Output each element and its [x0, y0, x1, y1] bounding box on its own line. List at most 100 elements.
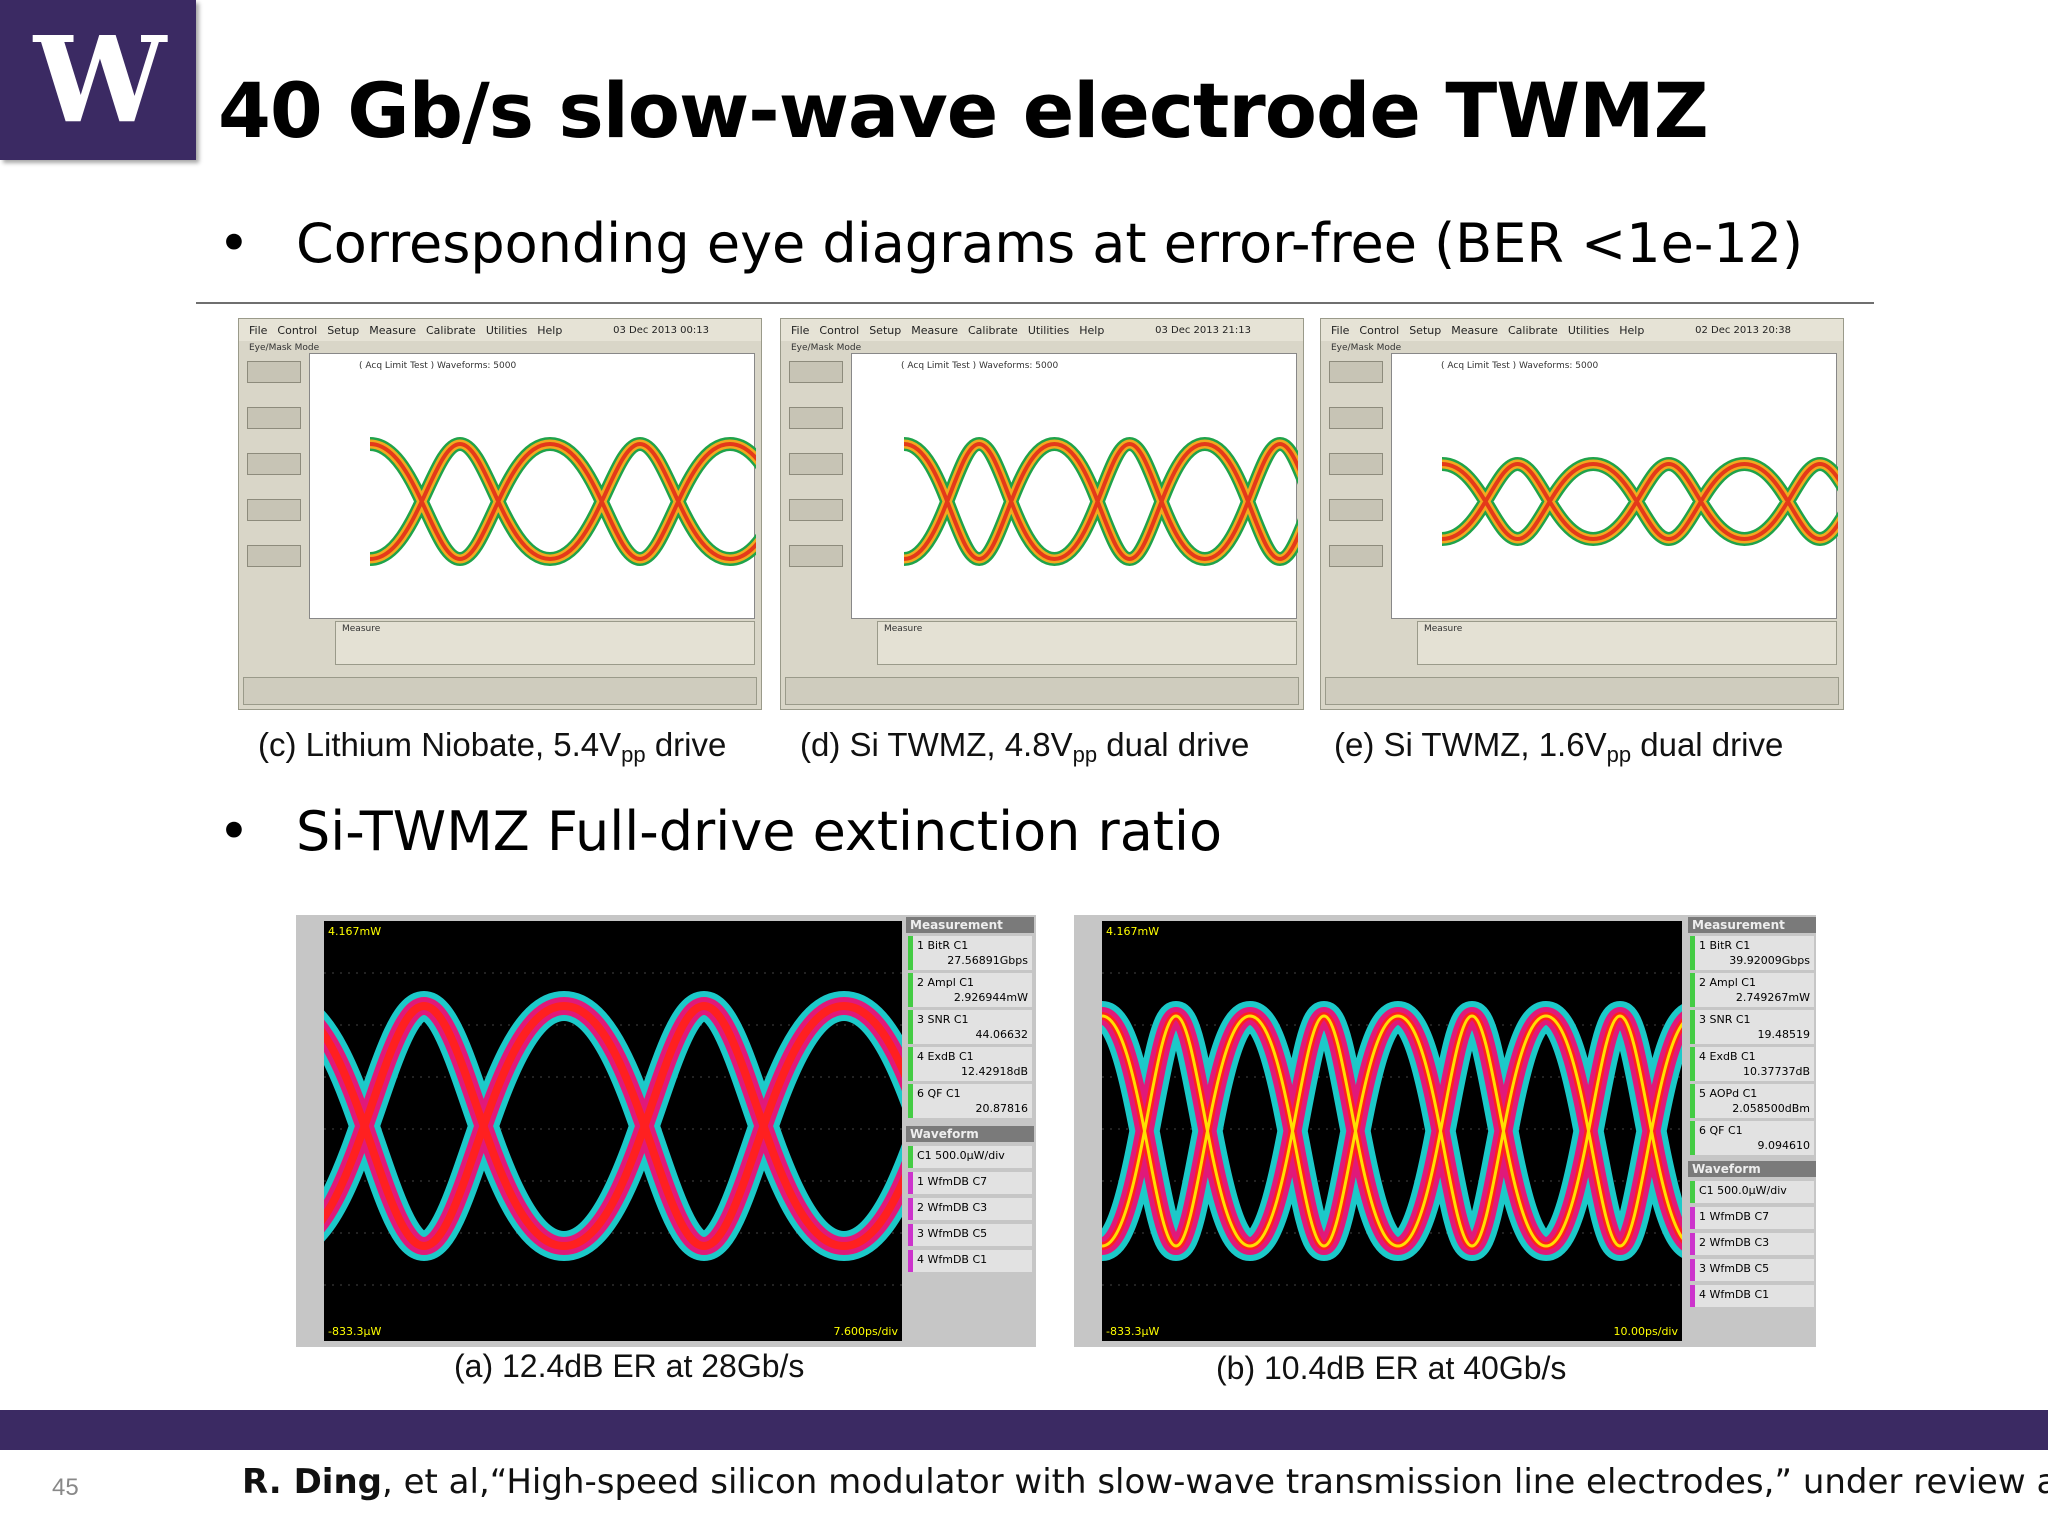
measurement-value: 39.92009Gbps: [1729, 954, 1810, 967]
measurement-header: Measurement: [1688, 917, 1816, 933]
measurement-label: 5 AOPd C1: [1699, 1087, 1758, 1100]
eye-screen: 4.167mW -833.3μW 7.600ps/div: [324, 921, 902, 1341]
bottom-scale: -833.3μW: [1106, 1325, 1160, 1338]
eye-trace-core: [324, 1002, 902, 1250]
measurement-item: 1 BitR C1 39.92009Gbps: [1690, 936, 1814, 970]
menu-calibrate: Calibrate: [1507, 324, 1558, 337]
scope-mode: Eye/Mask Mode: [1331, 343, 1402, 353]
footer-band: [0, 1410, 2048, 1450]
caption-sub: pp: [621, 742, 646, 767]
measurement-item: 4 ExdB C1 12.42918dB: [908, 1047, 1032, 1081]
scope-date: 03 Dec 2013 21:13: [1155, 325, 1251, 336]
measurement-value: 27.56891Gbps: [947, 954, 1028, 967]
slide-title: 40 Gb/s slow-wave electrode TWMZ: [218, 66, 1709, 155]
scope-date: 03 Dec 2013 00:13: [613, 325, 709, 336]
acq-label: ( Acq Limit Test ) Waveforms: 5000: [359, 361, 517, 371]
waveform-item: 4 WfmDB C1: [1690, 1285, 1814, 1307]
waveform-header: Waveform: [906, 1126, 1034, 1142]
measurement-value: 9.094610: [1757, 1139, 1811, 1152]
measurement-value: 2.749267mW: [1735, 991, 1810, 1004]
menu-file: File: [1331, 324, 1350, 337]
caption-text: (d) Si TWMZ, 4.8V: [800, 726, 1073, 763]
waveform-scale: C1 500.0μW/div: [1690, 1181, 1814, 1203]
dca-screenshot-b: 4.167mW -833.3μW 10.00ps/div Measurement…: [1074, 915, 1816, 1347]
waveform-item: 3 WfmDB C5: [908, 1224, 1032, 1246]
uw-logo: W: [0, 0, 196, 160]
measurement-label: 1 BitR C1: [1699, 939, 1751, 952]
scope-mode: Eye/Mask Mode: [249, 343, 320, 353]
waveform-header: Waveform: [1688, 1161, 1816, 1177]
caption-d: (d) Si TWMZ, 4.8Vpp dual drive: [800, 726, 1249, 768]
measurement-item: 6 QF C1 9.094610: [1690, 1121, 1814, 1155]
measurement-value: 20.87816: [975, 1102, 1029, 1115]
time-scale: 10.00ps/div: [1613, 1325, 1678, 1338]
reference: R. Ding, et al,“High-speed silicon modul…: [242, 1462, 2048, 1502]
measurement-item: 5 AOPd C1 2.058500dBm: [1690, 1084, 1814, 1118]
measurement-value: 12.42918dB: [960, 1065, 1028, 1078]
measurement-value: 2.926944mW: [953, 991, 1028, 1004]
menu-calibrate: Calibrate: [967, 324, 1018, 337]
menu-setup: Setup: [869, 324, 902, 337]
measurement-value: 44.06632: [975, 1028, 1029, 1041]
scope-date: 02 Dec 2013 20:38: [1695, 325, 1791, 336]
menu-control: Control: [819, 324, 860, 337]
bullet-dot: •: [218, 800, 250, 863]
reference-text: , et al,“High-speed silicon modulator wi…: [381, 1462, 2048, 1502]
measure-panel: Measure: [877, 621, 1297, 665]
reference-author: R. Ding: [242, 1462, 382, 1502]
scope-sidebar: [785, 355, 847, 655]
measure-label: Measure: [342, 624, 381, 634]
eye-plot: [851, 353, 1298, 619]
measurement-label: 6 QF C1: [1699, 1124, 1743, 1137]
menu-measure: Measure: [1451, 324, 1498, 337]
measurement-value: 2.058500dBm: [1732, 1102, 1810, 1115]
menu-file: File: [249, 324, 268, 337]
measure-label: Measure: [884, 624, 923, 634]
measurement-label: 4 ExdB C1: [917, 1050, 974, 1063]
measurement-value: 19.48519: [1757, 1028, 1811, 1041]
menu-setup: Setup: [1409, 324, 1442, 337]
eye-plot: [1391, 353, 1838, 619]
caption-b: (b) 10.4dB ER at 40Gb/s: [1216, 1350, 1567, 1386]
menu-measure: Measure: [369, 324, 416, 337]
eye-screen: 4.167mW -833.3μW 10.00ps/div: [1102, 921, 1682, 1341]
measure-label: Measure: [1424, 624, 1463, 634]
top-scale: 4.167mW: [328, 925, 382, 938]
scope-status-bar: [1325, 677, 1839, 705]
caption-text: drive: [645, 726, 727, 763]
waveform-item: 3 WfmDB C5: [1690, 1259, 1814, 1281]
divider-line: [196, 302, 1874, 304]
menu-help: Help: [1079, 324, 1105, 337]
eye-trace-core: [1441, 462, 1838, 541]
bullet-extinction-ratio: • Si-TWMZ Full-drive extinction ratio: [218, 800, 1222, 863]
waveform-item: 2 WfmDB C3: [908, 1198, 1032, 1220]
measure-panel: Measure: [1417, 621, 1837, 665]
caption-text: dual drive: [1097, 726, 1250, 763]
measurement-label: 1 BitR C1: [917, 939, 969, 952]
menu-control: Control: [1359, 324, 1400, 337]
caption-sub: pp: [1072, 742, 1098, 767]
top-scale: 4.167mW: [1106, 925, 1160, 938]
menu-measure: Measure: [911, 324, 958, 337]
caption-c: (c) Lithium Niobate, 5.4Vpp drive: [258, 726, 726, 768]
bullet-text: Si-TWMZ Full-drive extinction ratio: [296, 800, 1223, 863]
dca-screenshot-a: 4.167mW -833.3μW 7.600ps/div Measurement…: [296, 915, 1036, 1347]
menu-utilities: Utilities: [1027, 324, 1070, 337]
time-scale: 7.600ps/div: [833, 1325, 898, 1338]
bullet-dot: •: [218, 212, 250, 275]
menu-help: Help: [537, 324, 563, 337]
menu-utilities: Utilities: [1567, 324, 1610, 337]
bullet-text: Corresponding eye diagrams at error-free…: [296, 212, 1804, 275]
menu-control: Control: [277, 324, 318, 337]
menu-utilities: Utilities: [485, 324, 528, 337]
